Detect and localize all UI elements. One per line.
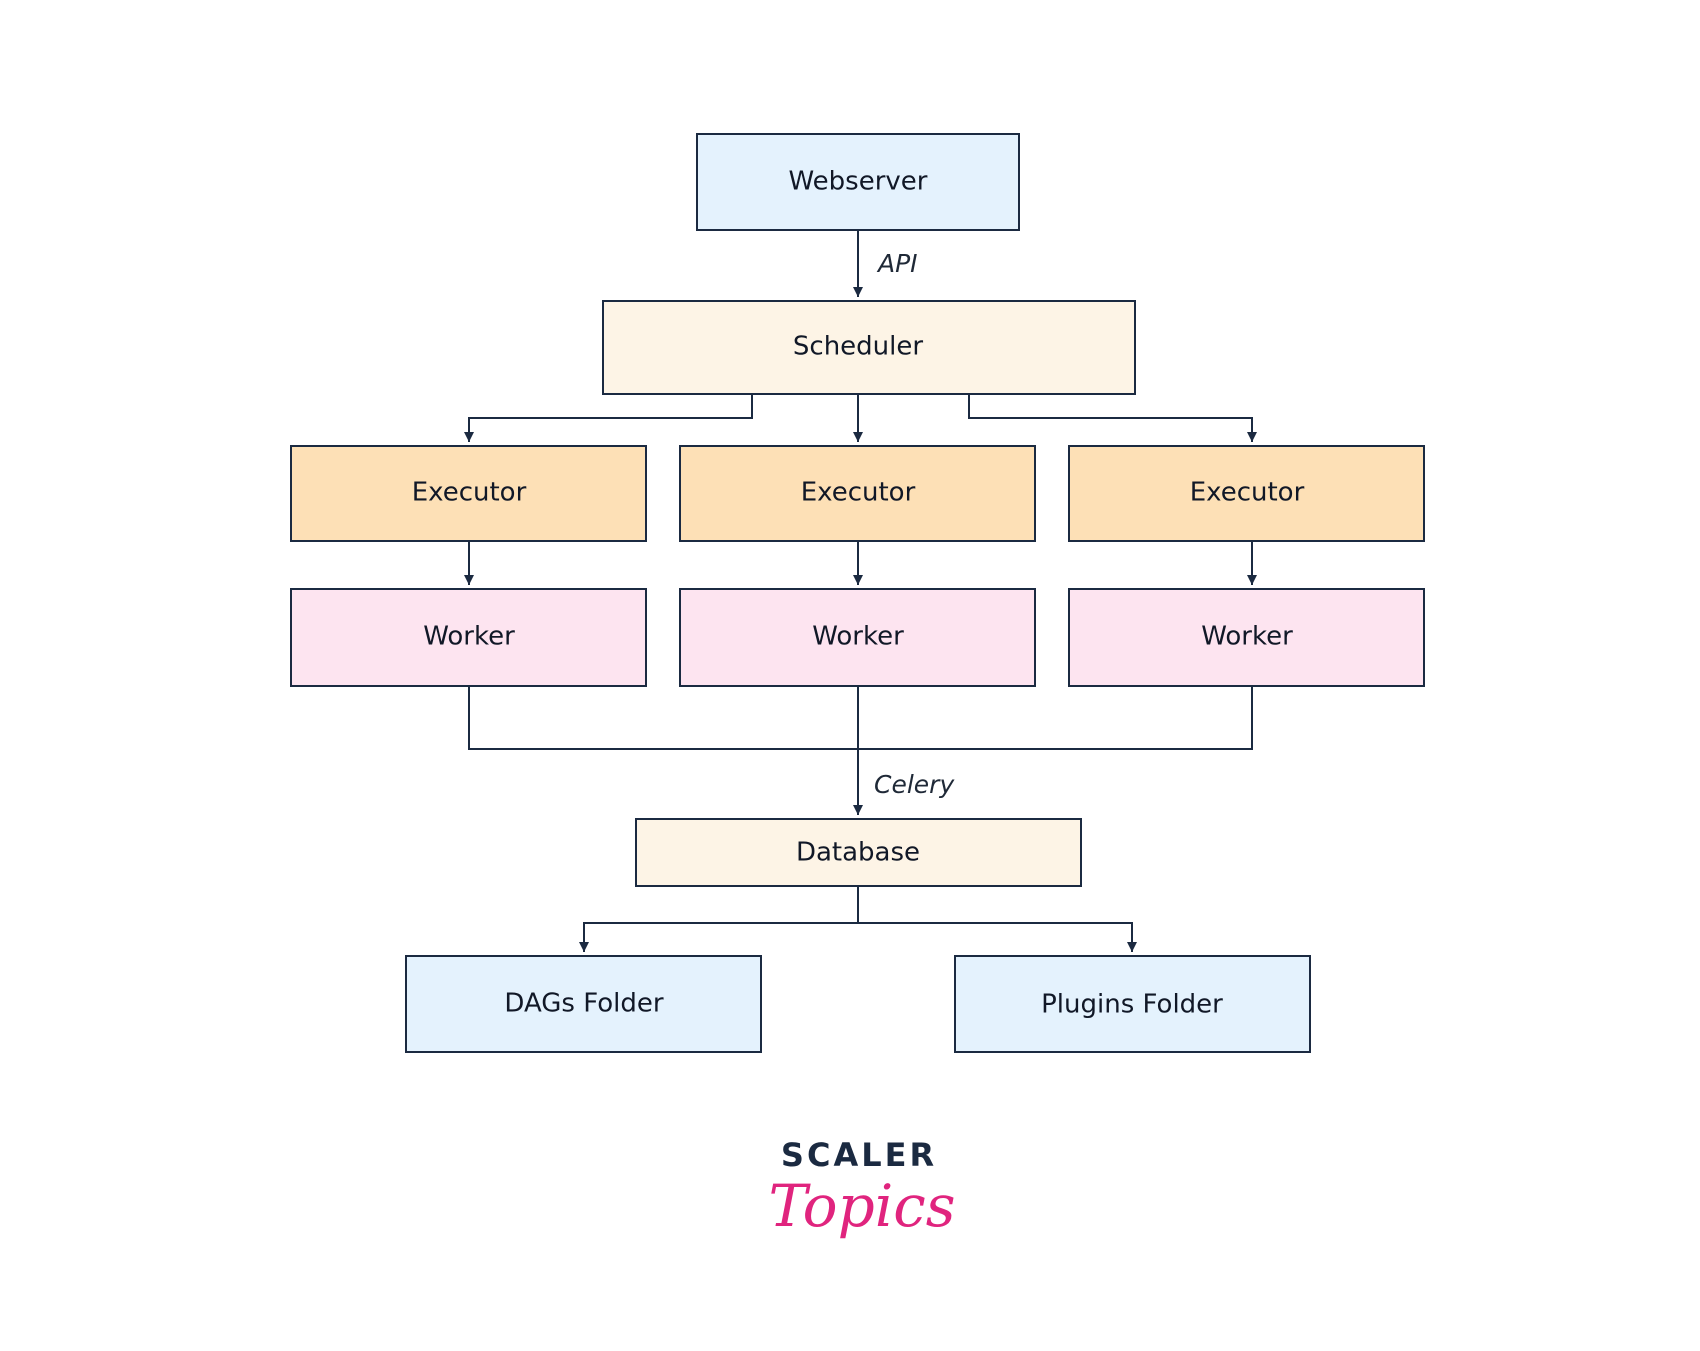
- node-executor-3-box: [1068, 445, 1425, 542]
- node-executor-2-label: Executor: [801, 478, 916, 508]
- node-scheduler: Scheduler: [602, 300, 1136, 395]
- nodes: Webserver Scheduler Executor Executor Ex…: [290, 133, 1425, 1053]
- edge-label-celery: Celery: [874, 770, 955, 799]
- node-worker-3-label: Worker: [1201, 622, 1293, 652]
- node-dags-folder-box: [405, 955, 762, 1053]
- node-worker-1: Worker: [290, 588, 647, 687]
- edges: API Celery: [464, 230, 1257, 952]
- logo-scaler-text: SCALER: [781, 1136, 937, 1174]
- node-plugins-folder-label: Plugins Folder: [1041, 990, 1223, 1020]
- node-worker-2-box: [679, 588, 1036, 687]
- edge-scheduler-executor-3: [968, 394, 1257, 442]
- node-worker-1-box: [290, 588, 647, 687]
- logo-topics-text: Topics: [768, 1172, 955, 1240]
- edge-worker-3-database: [858, 686, 1253, 750]
- edge-database-dags-folder: [579, 886, 859, 952]
- node-database: Database: [635, 818, 1082, 887]
- edge-label-api: API: [876, 249, 918, 278]
- node-plugins-folder: Plugins Folder: [954, 955, 1311, 1053]
- node-executor-2: Executor: [679, 445, 1036, 542]
- node-executor-1-label: Executor: [412, 478, 527, 508]
- node-executor-1: Executor: [290, 445, 647, 542]
- node-dags-folder: DAGs Folder: [405, 955, 762, 1053]
- edge-database-plugins-folder: [858, 922, 1137, 952]
- node-worker-1-label: Worker: [423, 622, 515, 652]
- edge-scheduler-executor-1: [464, 394, 753, 442]
- node-webserver-box: [696, 133, 1020, 231]
- node-dags-folder-label: DAGs Folder: [504, 989, 664, 1019]
- node-worker-3-box: [1068, 588, 1425, 687]
- node-worker-2-label: Worker: [812, 622, 904, 652]
- node-executor-3: Executor: [1068, 445, 1425, 542]
- node-executor-1-box: [290, 445, 647, 542]
- edge-worker-1-database: [468, 686, 858, 750]
- scaler-topics-logo: SCALER Topics: [768, 1136, 955, 1240]
- node-executor-3-label: Executor: [1190, 478, 1305, 508]
- node-webserver-label: Webserver: [789, 167, 928, 197]
- node-executor-2-box: [679, 445, 1036, 542]
- node-scheduler-label: Scheduler: [793, 332, 923, 362]
- node-plugins-folder-box: [954, 955, 1311, 1053]
- node-scheduler-box: [602, 300, 1136, 395]
- node-webserver: Webserver: [696, 133, 1020, 231]
- node-worker-2: Worker: [679, 588, 1036, 687]
- node-database-box: [635, 818, 1082, 887]
- node-worker-3: Worker: [1068, 588, 1425, 687]
- node-database-label: Database: [796, 838, 920, 868]
